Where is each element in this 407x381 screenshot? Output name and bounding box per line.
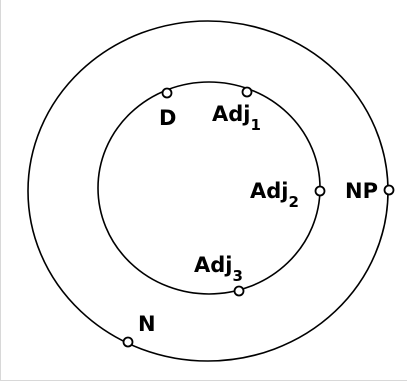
node-adj3-label: Adj3	[194, 253, 243, 285]
outer-ellipse-np	[27, 20, 389, 362]
node-d-marker[interactable]	[161, 87, 173, 99]
node-adj2-label: Adj2	[250, 179, 299, 211]
node-adj2-marker[interactable]	[314, 185, 326, 197]
node-adj3-marker[interactable]	[233, 285, 245, 297]
node-d-label: D	[159, 106, 176, 130]
node-np-label: NP	[345, 179, 378, 203]
node-n-marker[interactable]	[122, 336, 134, 348]
node-n-label: N	[138, 312, 156, 336]
node-adj1-label: Adj1	[212, 102, 261, 134]
node-np-marker[interactable]	[383, 184, 395, 196]
node-adj1-marker[interactable]	[241, 86, 253, 98]
